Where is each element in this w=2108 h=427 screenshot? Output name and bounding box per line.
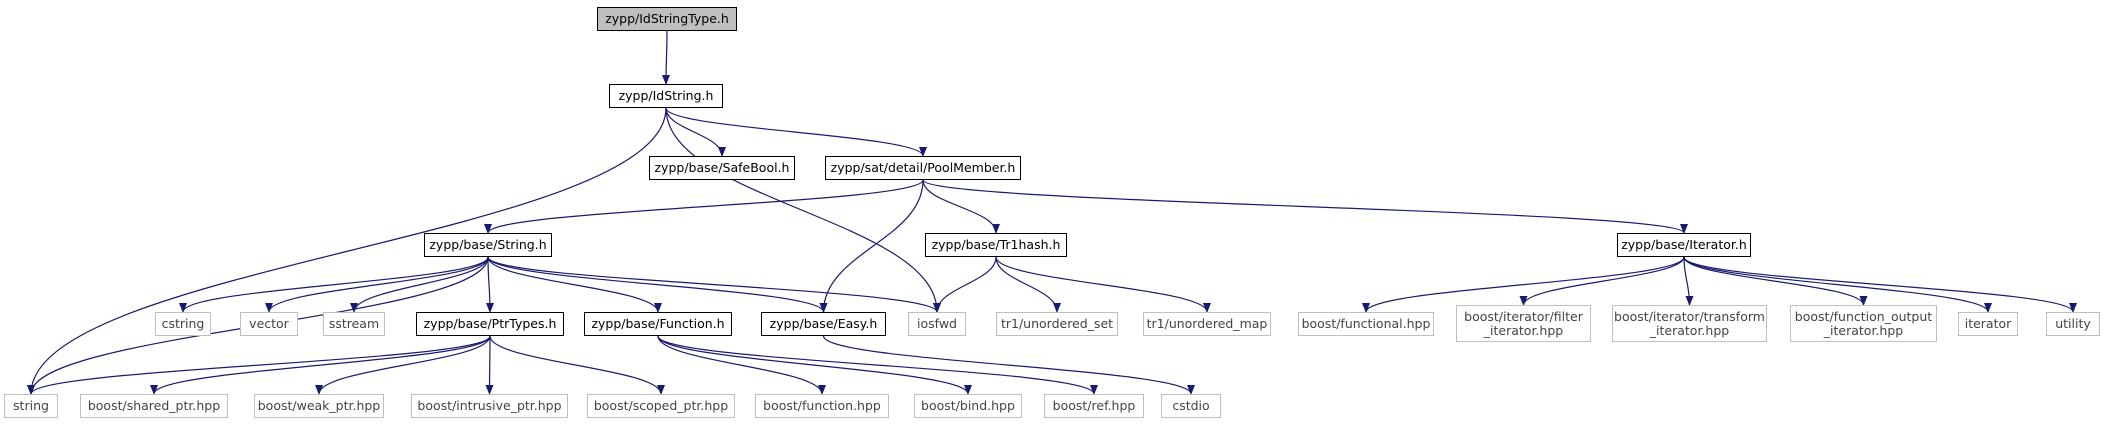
edge-n3-to-n12 bbox=[819, 179, 924, 313]
node-boost-function-output-iterator-hpp: boost/function_output _iterator.hpp bbox=[1790, 305, 1937, 342]
node-label: zypp/base/Function.h bbox=[591, 316, 725, 331]
edge-n4-to-n10 bbox=[485, 256, 494, 313]
node-label: boost/functional.hpp bbox=[1301, 316, 1431, 331]
node-sstream: sstream bbox=[323, 312, 385, 336]
node-zypp-base-string-h[interactable]: zypp/base/String.h bbox=[424, 233, 552, 257]
node-label: zypp/base/Easy.h bbox=[769, 316, 878, 331]
node-label: zypp/IdString.h bbox=[618, 88, 714, 103]
node-boost-function-hpp: boost/function.hpp bbox=[755, 394, 889, 418]
node-utility: utility bbox=[2046, 312, 2100, 336]
edge-n5-to-n14 bbox=[995, 256, 1061, 313]
node-label: vector bbox=[249, 316, 289, 331]
node-boost-intrusive-ptr-hpp: boost/intrusive_ptr.hpp bbox=[411, 394, 568, 418]
edge-n3-to-n5 bbox=[922, 179, 1000, 234]
edge-n4-to-n13 bbox=[487, 256, 941, 313]
edge-n4-to-n12 bbox=[487, 256, 828, 313]
node-boost-shared-ptr-hpp: boost/shared_ptr.hpp bbox=[80, 394, 228, 418]
node-label: zypp/base/Tr1hash.h bbox=[931, 237, 1061, 252]
node-boost-ref-hpp: boost/ref.hpp bbox=[1044, 394, 1144, 418]
node-label: iterator bbox=[1964, 316, 2012, 331]
node-boost-scoped-ptr-hpp: boost/scoped_ptr.hpp bbox=[587, 394, 735, 418]
edge-n11-to-n29 bbox=[657, 335, 1098, 395]
node-boost-functional-hpp: boost/functional.hpp bbox=[1298, 312, 1434, 336]
node-label: string bbox=[13, 398, 49, 413]
edge-n4-to-n8 bbox=[265, 256, 489, 313]
node-zypp-base-easy-h[interactable]: zypp/base/Easy.h bbox=[761, 312, 886, 336]
node-label: zypp/base/SafeBool.h bbox=[654, 160, 790, 175]
node-label: utility bbox=[2055, 316, 2091, 331]
node-label: boost/weak_ptr.hpp bbox=[257, 398, 381, 413]
edge-n5-to-n15 bbox=[995, 256, 1211, 313]
node-cstdio: cstdio bbox=[1161, 394, 1221, 418]
node-zypp-base-iterator-h[interactable]: zypp/base/Iterator.h bbox=[1617, 233, 1751, 257]
node-iterator: iterator bbox=[1958, 312, 2018, 336]
node-label: tr1/unordered_set bbox=[1000, 316, 1114, 331]
node-tr1-unordered-set: tr1/unordered_set bbox=[996, 312, 1118, 336]
node-label: sstream bbox=[328, 316, 380, 331]
edge-n1-to-n2 bbox=[665, 107, 726, 157]
node-cstring: cstring bbox=[155, 312, 211, 336]
edge-n4-to-n9 bbox=[350, 256, 489, 313]
node-label: zypp/base/PtrTypes.h bbox=[423, 316, 557, 331]
node-label: boost/intrusive_ptr.hpp bbox=[417, 398, 562, 413]
node-zypp-idstring-h[interactable]: zypp/IdString.h bbox=[609, 84, 723, 108]
edge-n10-to-n25 bbox=[485, 335, 494, 395]
edge-n3-to-n6 bbox=[922, 179, 1688, 234]
edge-n12-to-n30 bbox=[822, 335, 1195, 395]
edge-n11-to-n27 bbox=[657, 335, 826, 395]
node-label: iosfwd bbox=[917, 316, 957, 331]
edge-n6-to-n18 bbox=[1683, 256, 1694, 306]
node-label: boost/shared_ptr.hpp bbox=[87, 398, 221, 413]
edge-n5-to-n13 bbox=[933, 256, 997, 313]
node-label: zypp/base/Iterator.h bbox=[1621, 237, 1747, 252]
node-label: zypp/sat/detail/PoolMember.h bbox=[830, 160, 1016, 175]
node-zypp-sat-detail-poolmember-h[interactable]: zypp/sat/detail/PoolMember.h bbox=[825, 156, 1021, 180]
node-boost-iterator-transform-iterator-hpp: boost/iterator/transform _iterator.hpp bbox=[1612, 305, 1767, 342]
node-boost-bind-hpp: boost/bind.hpp bbox=[914, 394, 1022, 418]
node-label: zypp/base/String.h bbox=[429, 237, 547, 252]
node-label: boost/function_output _iterator.hpp bbox=[1794, 308, 1933, 338]
node-boost-weak-ptr-hpp: boost/weak_ptr.hpp bbox=[254, 394, 384, 418]
edge-layer bbox=[27, 30, 2077, 395]
node-boost-iterator-filter-iterator-hpp: boost/iterator/filter _iterator.hpp bbox=[1456, 305, 1591, 342]
node-vector: vector bbox=[240, 312, 298, 336]
node-iosfwd: iosfwd bbox=[908, 312, 966, 336]
node-string: string bbox=[4, 394, 58, 418]
edge-n6-to-n21 bbox=[1683, 256, 2077, 313]
node-label: boost/function.hpp bbox=[763, 398, 881, 413]
node-zypp-base-tr1hash-h[interactable]: zypp/base/Tr1hash.h bbox=[925, 233, 1067, 257]
edge-n10-to-n26 bbox=[489, 335, 665, 395]
edge-n11-to-n28 bbox=[657, 335, 972, 395]
node-zypp-base-function-h[interactable]: zypp/base/Function.h bbox=[584, 312, 732, 336]
edge-n0-to-n1 bbox=[662, 30, 671, 85]
node-label: tr1/unordered_map bbox=[1146, 316, 1268, 331]
edge-n10-to-n24 bbox=[315, 335, 491, 395]
edge-n4-to-n11 bbox=[487, 256, 662, 313]
node-label: zypp/IdStringType.h bbox=[605, 11, 729, 26]
node-zypp-base-ptrtypes-h[interactable]: zypp/base/PtrTypes.h bbox=[416, 312, 564, 336]
edge-n1-to-n13 bbox=[665, 107, 941, 313]
node-label: boost/iterator/filter _iterator.hpp bbox=[1464, 308, 1583, 338]
edge-n1-to-n3 bbox=[665, 107, 927, 157]
node-zypp-idstringtype-h[interactable]: zypp/IdStringType.h bbox=[597, 7, 737, 31]
edge-n3-to-n4 bbox=[484, 179, 924, 234]
edge-n10-to-n23 bbox=[150, 335, 491, 395]
node-zypp-base-safebool-h[interactable]: zypp/base/SafeBool.h bbox=[649, 156, 795, 180]
edge-n6-to-n17 bbox=[1519, 256, 1685, 306]
node-label: boost/ref.hpp bbox=[1052, 398, 1136, 413]
edge-n6-to-n20 bbox=[1683, 256, 1992, 313]
node-label: boost/scoped_ptr.hpp bbox=[593, 398, 729, 413]
node-label: cstring bbox=[161, 316, 205, 331]
edge-n6-to-n19 bbox=[1683, 256, 1868, 306]
edge-n4-to-n7 bbox=[179, 256, 489, 313]
node-label: boost/iterator/transform _iterator.hpp bbox=[1614, 308, 1765, 338]
edge-n1-to-n22 bbox=[27, 107, 667, 395]
edge-n10-to-n22 bbox=[27, 335, 491, 395]
node-label: cstdio bbox=[1172, 398, 1210, 413]
node-label: boost/bind.hpp bbox=[921, 398, 1015, 413]
node-tr1-unordered-map: tr1/unordered_map bbox=[1143, 312, 1271, 336]
edge-n6-to-n16 bbox=[1362, 256, 1685, 313]
